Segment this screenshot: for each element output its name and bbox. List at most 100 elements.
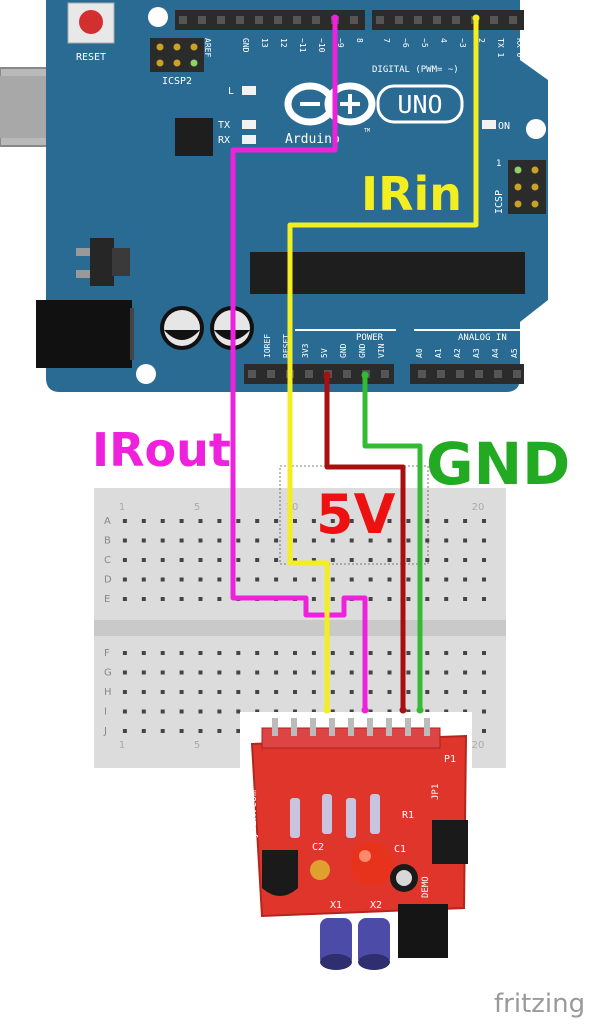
red-led (350, 842, 394, 886)
row-label: J (103, 726, 107, 737)
transistor (262, 850, 298, 896)
power-pin-label: 3V3 (301, 343, 310, 358)
power-pin-label: IOREF (263, 334, 272, 358)
mount-hole (136, 364, 156, 384)
module-x1-label: X1 (330, 900, 342, 911)
header-pin (513, 370, 521, 378)
analog-pin-label: A1 (434, 348, 443, 358)
header-pin (456, 370, 464, 378)
column-label: 15 (380, 502, 393, 513)
digital-header-left (175, 10, 365, 30)
digital-pin-label: 13 (260, 38, 269, 48)
module-x2-label: X2 (370, 900, 382, 911)
header-pin (494, 370, 502, 378)
power-pin-label: RESET (282, 334, 291, 358)
brand-label: Arduino (285, 132, 340, 147)
digital-pin-label: RX 0 (515, 38, 524, 57)
analog-pin-label: A4 (491, 348, 500, 358)
fritzing-watermark: fritzing (494, 989, 585, 1019)
digital-pin-label: ~5 (420, 38, 429, 48)
header-pin (350, 16, 358, 24)
header-pin (395, 16, 403, 24)
power-pin-label: GND (358, 343, 367, 358)
power-pin-label: VIN (377, 343, 386, 358)
irin-wire-label: IRin (361, 167, 462, 221)
analog-pin-label: A0 (415, 348, 424, 358)
module-pin (367, 718, 373, 736)
row-label: D (104, 575, 112, 586)
header-pin (217, 16, 225, 24)
column-label: 5 (194, 502, 200, 513)
icsp-pin1-label: 1 (496, 159, 501, 169)
main-chip (250, 252, 525, 294)
gnd-wire (362, 375, 423, 712)
module-r1-label: R1 (402, 810, 414, 821)
header-pin (274, 16, 282, 24)
five-v-wire (324, 375, 406, 712)
led-rx (242, 135, 256, 144)
module-website: www.AnalysIR.com (248, 790, 259, 886)
digital-pin-label: 7 (382, 38, 391, 43)
model-label: UNO (397, 90, 442, 119)
header-pin (418, 370, 426, 378)
module-pin (329, 718, 335, 736)
module-pin (386, 718, 392, 736)
header-pin (312, 16, 320, 24)
header-pin (414, 16, 422, 24)
five-v-wire-label: 5V (316, 483, 396, 546)
led-l (242, 86, 256, 95)
header-pin (248, 370, 256, 378)
ir-led-right (358, 918, 390, 970)
analog-header (410, 364, 524, 384)
row-label: A (104, 516, 111, 527)
capacitor-left (160, 306, 204, 350)
led-tx-label: TX (218, 120, 230, 131)
column-label: 20 (472, 740, 485, 751)
header-pin (437, 370, 445, 378)
row-label: G (104, 668, 112, 679)
header-pin (509, 16, 517, 24)
column-label: 1 (119, 502, 125, 513)
row-label: E (104, 594, 110, 605)
wires (230, 14, 480, 714)
digital-header-right (372, 10, 524, 30)
digital-pin-label: ~10 (317, 38, 326, 53)
arduino-logo-icon (284, 82, 376, 126)
header-pin (381, 370, 389, 378)
icsp2-header (150, 38, 204, 72)
row-label: F (104, 648, 110, 659)
digital-pin-label: ~3 (458, 38, 467, 48)
module-jp1-label: JP1 (431, 784, 441, 800)
module-demo-label: DEMO (421, 876, 431, 898)
header-pin (267, 370, 275, 378)
power-pin-label: GND (339, 343, 348, 358)
row-label: H (104, 687, 112, 698)
power-label: POWER (356, 333, 384, 343)
led-rx-label: RX (218, 135, 230, 146)
small-chip (175, 118, 213, 156)
icsp2-label: ICSP2 (162, 76, 192, 87)
digital-label: DIGITAL (PWM= ~) (372, 65, 459, 75)
header-pin (255, 16, 263, 24)
module-header-pins (272, 718, 430, 736)
column-label: 5 (194, 740, 200, 751)
led-l-label: L (228, 86, 234, 97)
module-pin (348, 718, 354, 736)
irin-wire (287, 18, 479, 712)
column-label: 20 (472, 502, 485, 513)
module-pin (310, 718, 316, 736)
digital-pin-label: ~11 (298, 38, 307, 53)
module-pin (424, 718, 430, 736)
header-pin (236, 16, 244, 24)
digital-pin-label: AREF (203, 38, 212, 57)
header-pin (179, 16, 187, 24)
trademark-label: TM (364, 128, 370, 134)
ir-led-left (320, 918, 352, 970)
header-pin (305, 370, 313, 378)
